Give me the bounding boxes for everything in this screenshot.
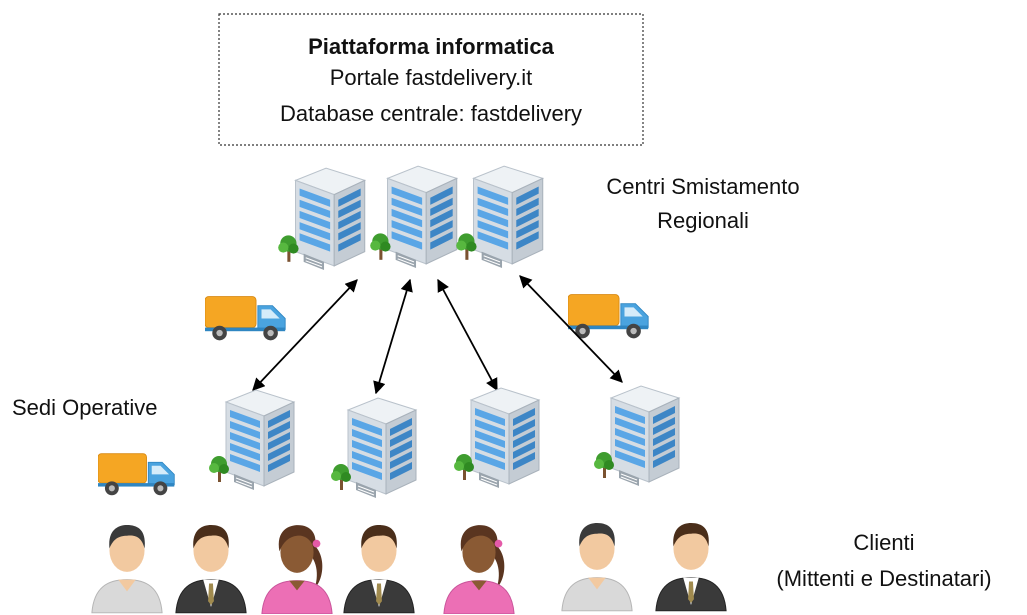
operative-site-building-icon — [330, 397, 417, 499]
regional-center-building-icon — [455, 165, 544, 269]
platform-box — [218, 13, 644, 146]
clients-label-1: Clienti — [853, 530, 914, 555]
platform-portal: Portale fastdelivery.it — [330, 65, 533, 90]
user-casual-icon — [561, 522, 633, 612]
connection-arrows — [252, 275, 623, 395]
user-business-icon — [343, 524, 415, 614]
user-business-icon — [655, 522, 727, 612]
delivery-truck-icon — [568, 294, 649, 339]
operative-site-building-icon — [208, 389, 295, 491]
regional-centers-label-1: Centri Smistamento — [606, 174, 799, 199]
platform-title: Piattaforma informatica — [308, 34, 554, 59]
user-business-icon — [175, 524, 247, 614]
user-woman-icon — [443, 524, 515, 614]
operative-sites-label: Sedi Operative — [12, 395, 158, 420]
connection-arrow — [252, 279, 358, 391]
delivery-truck-icon — [205, 296, 286, 341]
regional-centers-label-2: Regionali — [657, 208, 749, 233]
regional-center-building-icon — [369, 165, 458, 269]
connection-arrow — [437, 278, 498, 392]
operative-site-building-icon — [593, 385, 680, 487]
connection-arrow — [373, 278, 413, 395]
clients-label-2: (Mittenti e Destinatari) — [776, 566, 991, 591]
regional-center-building-icon — [277, 167, 366, 271]
user-woman-icon — [261, 524, 333, 614]
connection-arrow — [519, 275, 623, 383]
platform-database: Database centrale: fastdelivery — [280, 101, 582, 126]
user-casual-icon — [91, 524, 163, 614]
operative-site-building-icon — [453, 387, 540, 489]
delivery-truck-icon — [98, 453, 175, 496]
